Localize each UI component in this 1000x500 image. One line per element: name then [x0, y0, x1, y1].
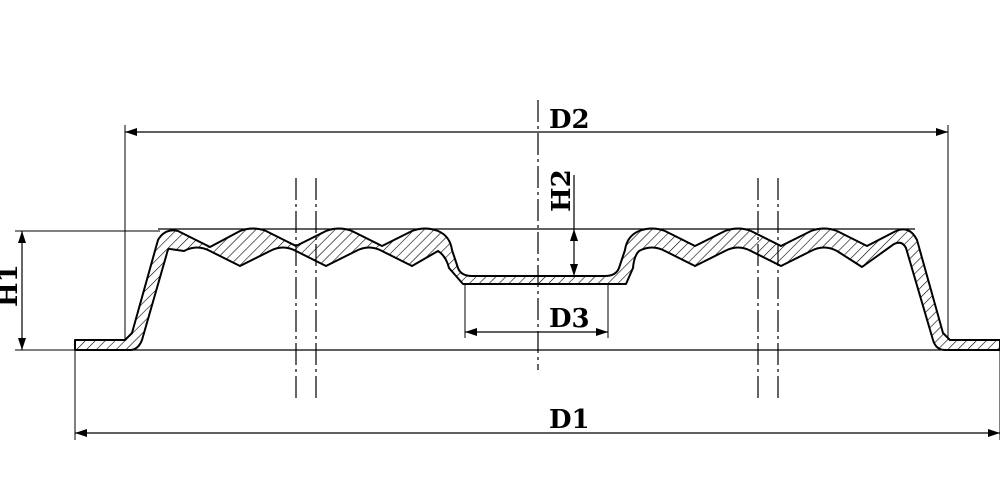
dimension-d1-label: D1: [549, 405, 590, 435]
hatched-profile: [74, 227, 1000, 351]
extension-lines: [15, 125, 1000, 440]
dimension-d2-label: D2: [549, 105, 590, 135]
dimension-h2-label: H2: [547, 169, 577, 212]
bolt-hole-axes-right: [757, 178, 779, 400]
bolt-hole-axes-left: [295, 178, 317, 400]
dimension-d3-label: D3: [549, 304, 590, 334]
dimension-h1-label: H1: [0, 264, 24, 307]
